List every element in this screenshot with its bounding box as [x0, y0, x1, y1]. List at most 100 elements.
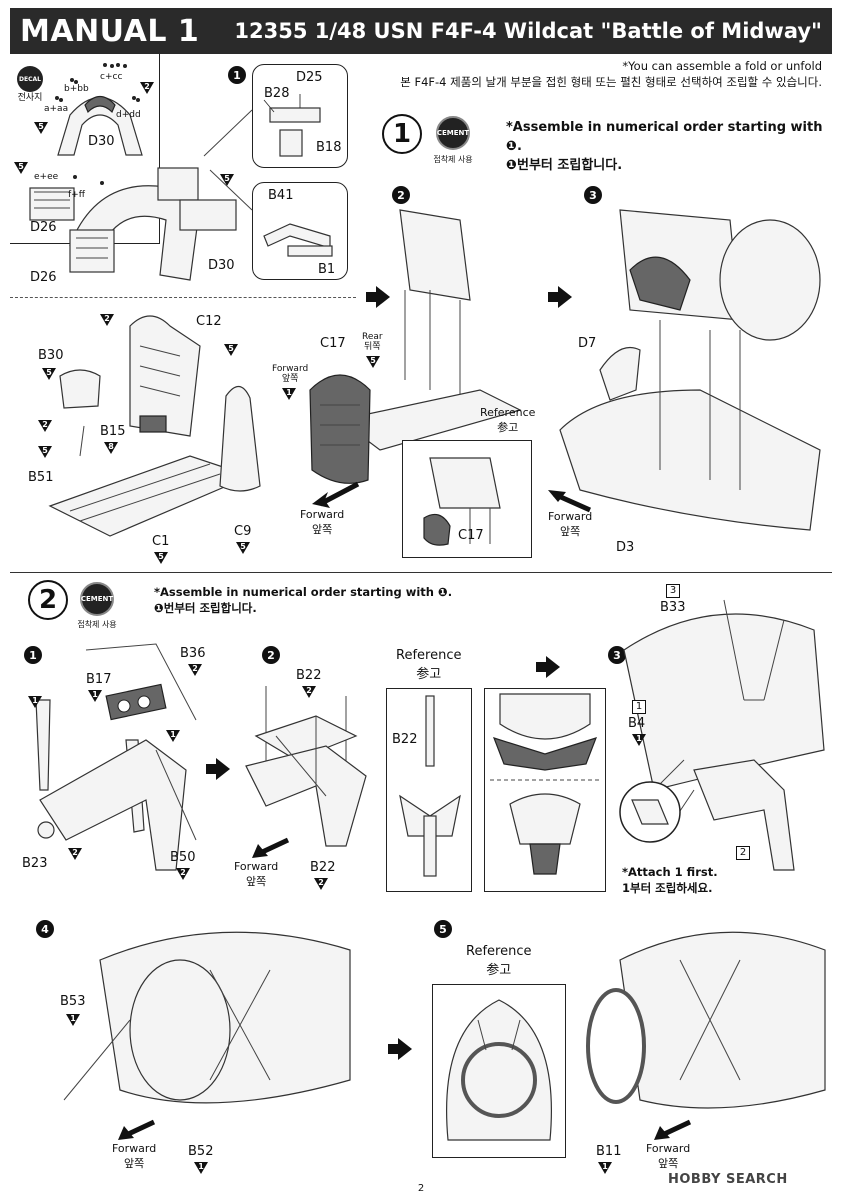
part-label-d30-inset: D30 [88, 134, 115, 149]
part-label-d7: D7 [578, 336, 597, 351]
part-label-b50: B50 [170, 850, 196, 865]
step-3-marker: 3 [608, 646, 626, 664]
next-arrow-icon [206, 758, 230, 780]
step-3-marker: 3 [584, 186, 602, 204]
part-label-b51: B51 [28, 470, 54, 485]
fuselage-gear-drawing [623, 599, 825, 871]
decal-icon: DECAL [17, 66, 43, 92]
paint-code-marker: 1 [28, 696, 42, 708]
part-label-b22: B22 [296, 668, 322, 683]
paint-code-marker: 5 [154, 552, 168, 564]
instruction-ko: ❶번부터 조립합니다. [506, 158, 623, 173]
paint-code-marker: 2 [188, 664, 202, 676]
forward-arrow-icon [118, 1119, 156, 1140]
paint-code-marker: 5 [366, 356, 380, 368]
attach-note-ko: 1부터 조립하세요. [622, 881, 713, 895]
part-label-c17: C17 [320, 336, 346, 351]
part-label-b22-lower: B22 [310, 860, 336, 875]
manual-title: MANUAL 1 [20, 13, 200, 49]
step-2-marker: 2 [392, 186, 410, 204]
subassembly-b41-drawing [263, 223, 333, 257]
part-label-c1: C1 [152, 534, 170, 549]
part-label-b4: B4 [628, 716, 646, 731]
manual-header: MANUAL 1 12355 1/48 USN F4F-4 Wildcat "B… [10, 8, 832, 54]
part-label-c9: C9 [234, 524, 252, 539]
sequence-marker: 2 [736, 846, 750, 860]
step-1-marker: 1 [24, 646, 42, 664]
decal-diagram [29, 63, 143, 221]
paint-code-marker: 8 [104, 442, 118, 454]
part-label-b18: B18 [316, 140, 342, 155]
forward-arrow-icon [548, 490, 592, 513]
cement-label: 접착제 사용 [433, 155, 473, 164]
bulkhead-assembly-drawing [69, 167, 237, 281]
part-label-b1: B1 [318, 262, 336, 277]
decal-mark-c: c+cc [100, 72, 123, 82]
forward-arrow-icon [312, 481, 360, 508]
decal-label: 전사지 [17, 93, 43, 103]
part-label-d30: D30 [208, 258, 235, 273]
reference-c17-drawing [423, 457, 501, 546]
cement-icon: CEMENT [80, 582, 114, 616]
instruction-ko: ❶번부터 조립합니다. [154, 601, 257, 615]
fuselage-ring-drawing [586, 931, 826, 1109]
paint-code-marker: 5 [38, 446, 52, 458]
paint-code-marker: 5 [34, 122, 48, 134]
cockpit-floor-drawing [309, 209, 522, 484]
paint-code-marker: 1 [166, 730, 180, 742]
subassembly-d25-drawing [263, 94, 321, 157]
decal-mark-a: a+aa [44, 104, 69, 114]
paint-code-marker: 2 [176, 868, 190, 880]
paint-code-marker: 2 [100, 314, 114, 326]
part-label-b11: B11 [596, 1144, 622, 1159]
part-label-b22-ref: B22 [392, 732, 418, 747]
instruction-en: *Assemble in numerical order starting wi… [506, 120, 823, 154]
stage-2-number: 2 [28, 580, 68, 620]
stage-divider [10, 572, 832, 573]
watermark: HOBBY SEARCH [668, 1172, 788, 1187]
part-label-b15: B15 [100, 424, 126, 439]
part-label-b52: B52 [188, 1144, 214, 1159]
attach-note-en: *Attach 1 first. [622, 865, 718, 879]
next-arrow-icon [548, 286, 572, 308]
paint-code-marker: 2 [68, 848, 82, 860]
fold-note-en: *You can assemble a fold or unfold [622, 59, 822, 73]
callout-lines [203, 109, 253, 211]
cement-label: 접착제 사용 [77, 620, 117, 629]
stage-2-instruction: *Assemble in numerical order starting wi… [154, 584, 452, 616]
step-4-marker: 4 [36, 920, 54, 938]
divider [10, 297, 356, 298]
seat-floor-drawing [48, 315, 261, 537]
part-label-b17: B17 [86, 672, 112, 687]
paint-code-marker: 2 [314, 878, 328, 890]
paint-code-marker: 1 [194, 1162, 208, 1174]
step-2-marker: 2 [262, 646, 280, 664]
step-5-marker: 5 [434, 920, 452, 938]
step-1-marker: 1 [228, 66, 246, 84]
detail-circle [619, 781, 681, 843]
sequence-marker: 1 [632, 700, 646, 714]
paint-code-marker: 1 [282, 388, 296, 400]
part-label-c17-ref: C17 [458, 528, 484, 543]
part-label-b30: B30 [38, 348, 64, 363]
part-label-b33: B33 [660, 600, 686, 615]
paint-code-marker: 5 [224, 344, 238, 356]
part-label-b28: B28 [264, 86, 290, 101]
part-label-d26: D26 [30, 270, 57, 285]
stage-1-instruction: *Assemble in numerical order starting wi… [506, 118, 842, 175]
landing-gear-frame-drawing [35, 643, 197, 871]
paint-code-marker: 2 [38, 420, 52, 432]
kit-title: 12355 1/48 USN F4F-4 Wildcat "Battle of … [234, 19, 822, 43]
part-label-d26-inset: D26 [30, 220, 57, 235]
fuselage-b53-drawing [63, 931, 351, 1104]
reference-b22-drawing [399, 695, 461, 877]
part-label-c12: C12 [196, 314, 222, 329]
paint-code-marker: 2 [302, 686, 316, 698]
decal-mark-f: f+ff [68, 190, 85, 200]
